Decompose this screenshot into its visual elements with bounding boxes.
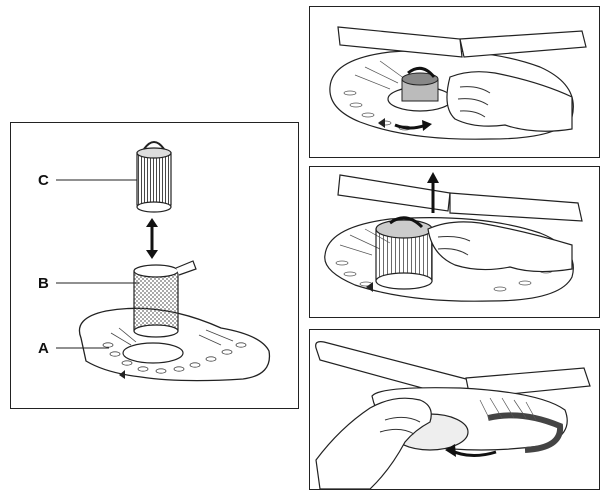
fine-filter [136,141,172,213]
exploded-view-panel: C B A [10,122,299,409]
filter-assembly-illustration [56,141,271,382]
step-remove-panel [309,166,600,318]
unlock-filter-illustration [329,26,587,140]
double-arrow [146,218,158,259]
callout-label-a: A [38,340,49,357]
step-flat-filter-panel [309,329,600,490]
flat-filter-plate [78,307,271,382]
callout-label-b: B [38,275,49,292]
coarse-filter [133,260,197,338]
step-unlock-panel [309,6,600,158]
remove-filter-illustration [324,172,583,302]
callout-label-c: C [38,172,49,189]
callout-leaders [56,179,139,349]
flat-filter-removal-illustration [315,341,591,489]
